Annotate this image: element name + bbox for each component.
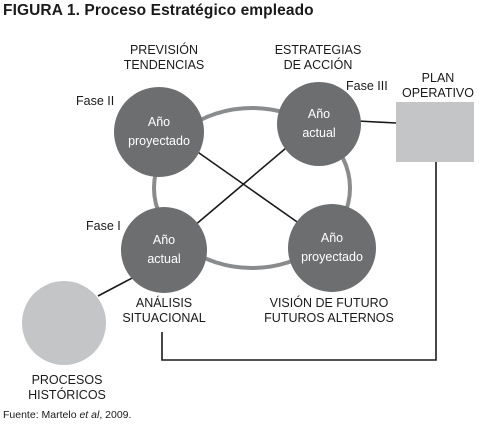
source-suffix: , 2009. bbox=[99, 409, 132, 421]
label-fase-2: Fase II bbox=[76, 94, 115, 108]
procesos-historicos-circle bbox=[22, 281, 106, 365]
label-plan-operativo: PLAN OPERATIVO bbox=[396, 71, 480, 101]
history-connector bbox=[97, 275, 137, 297]
feedback-line bbox=[161, 162, 437, 361]
label-estrategias-accion: ESTRATEGIAS DE ACCIÓN bbox=[252, 43, 384, 73]
node-bottom-right-line2: proyectado bbox=[301, 250, 363, 264]
node-ano-actual-top: Año actual bbox=[277, 82, 361, 166]
node-top-left-line2: proyectado bbox=[128, 134, 190, 148]
node-top-right-line1: Año bbox=[307, 107, 331, 121]
label-plan-line1: PLAN bbox=[421, 71, 455, 85]
node-ano-proyectado-top: Año proyectado bbox=[114, 87, 204, 177]
cycle-ring bbox=[152, 106, 352, 270]
label-estrategias-line1: ESTRATEGIAS bbox=[274, 43, 362, 57]
label-vision-futuro: VISIÓN DE FUTURO FUTUROS ALTERNOS bbox=[254, 296, 404, 326]
figure-source: Fuente: Martelo et al, 2009. bbox=[3, 409, 131, 421]
label-prevision-line2: TENDENCIAS bbox=[123, 58, 205, 72]
cross-line-a bbox=[191, 147, 301, 225]
plan-connector bbox=[357, 120, 397, 124]
label-vision-line2: FUTUROS ALTERNOS bbox=[264, 311, 394, 325]
node-bottom-left-line1: Año bbox=[152, 233, 176, 247]
label-fase-1: Fase I bbox=[86, 219, 121, 233]
label-plan-line2: OPERATIVO bbox=[401, 86, 474, 100]
node-bottom-left-line2: actual bbox=[147, 252, 181, 266]
node-ano-proyectado-bottom: Año proyectado bbox=[288, 204, 376, 292]
node-ano-actual-bottom: Año actual bbox=[121, 207, 207, 293]
label-prevision-line1: PREVISIÓN bbox=[129, 43, 199, 57]
label-estrategias-line2: DE ACCIÓN bbox=[283, 58, 353, 72]
label-analisis-line2: SITUACIONAL bbox=[122, 311, 206, 325]
cross-line-b bbox=[193, 147, 287, 227]
source-prefix: Fuente: Martelo bbox=[3, 409, 80, 421]
label-procesos-line2: HISTÓRICOS bbox=[28, 388, 106, 402]
label-prevision-tendencias: PREVISIÓN TENDENCIAS bbox=[98, 43, 230, 73]
label-procesos-historicos: PROCESOS HISTÓRICOS bbox=[22, 373, 112, 403]
node-top-right-line2: actual bbox=[302, 126, 336, 140]
label-vision-line1: VISIÓN DE FUTURO bbox=[269, 296, 389, 310]
node-top-left-line1: Año bbox=[147, 115, 171, 129]
plan-operativo-box bbox=[396, 102, 474, 162]
label-procesos-line1: PROCESOS bbox=[31, 373, 103, 387]
source-etal: et al bbox=[79, 409, 100, 421]
label-analisis-situacional: ANÁLISIS SITUACIONAL bbox=[114, 296, 214, 326]
label-analisis-line1: ANÁLISIS bbox=[135, 296, 193, 310]
node-bottom-right-line1: Año bbox=[320, 231, 344, 245]
label-fase-3: Fase III bbox=[346, 79, 388, 93]
figure-title: FIGURA 1. Proceso Estratégico empleado bbox=[3, 2, 314, 19]
